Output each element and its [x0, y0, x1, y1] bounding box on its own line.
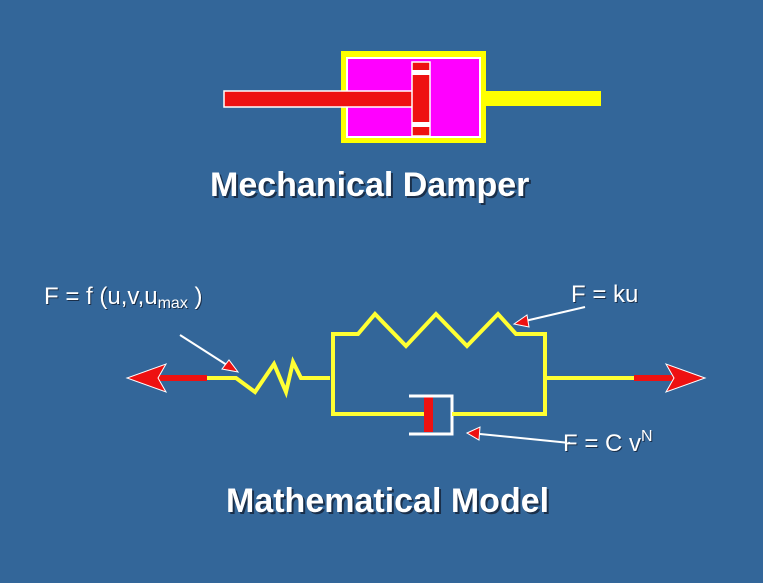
formula-text: F = f (u,v,u — [44, 283, 158, 310]
piston-rod — [223, 90, 420, 108]
pointer-line-nonlinear — [179, 334, 231, 368]
formula-superscript: N — [641, 428, 653, 445]
arrow-right-icon — [664, 363, 707, 393]
pointer-line-linear — [524, 306, 586, 322]
dashpot-formula: F = C vN — [563, 428, 653, 458]
arrow-left-icon — [125, 363, 168, 393]
piston-seal — [412, 70, 430, 75]
dashpot-piston — [424, 396, 433, 432]
formula-text: F = C v — [563, 430, 642, 457]
formula-subscript: max — [157, 295, 188, 312]
pointer-arrow-icon — [512, 314, 530, 328]
pointer-arrows — [179, 306, 586, 444]
mechanical-damper-illustration — [223, 51, 601, 143]
pointer-arrow-icon — [221, 359, 240, 373]
mathematical-model — [125, 311, 707, 436]
linear-spring-formula: F = ku — [571, 281, 639, 308]
nonlinear-spring-formula: F = f (u,v,umax ) — [44, 283, 203, 313]
piston-seal — [412, 122, 430, 127]
formula-text: ) — [187, 283, 203, 310]
mechanical-damper-title: Mechanical Damper — [210, 166, 530, 204]
pointer-arrow-icon — [465, 426, 481, 441]
piston-head — [411, 61, 431, 137]
nonlinear-spring — [207, 356, 330, 399]
mathematical-model-title: Mathematical Model — [226, 482, 550, 520]
damper-right-rod — [486, 91, 601, 106]
linear-spring — [333, 311, 545, 349]
pointer-line-dashpot — [479, 433, 571, 444]
